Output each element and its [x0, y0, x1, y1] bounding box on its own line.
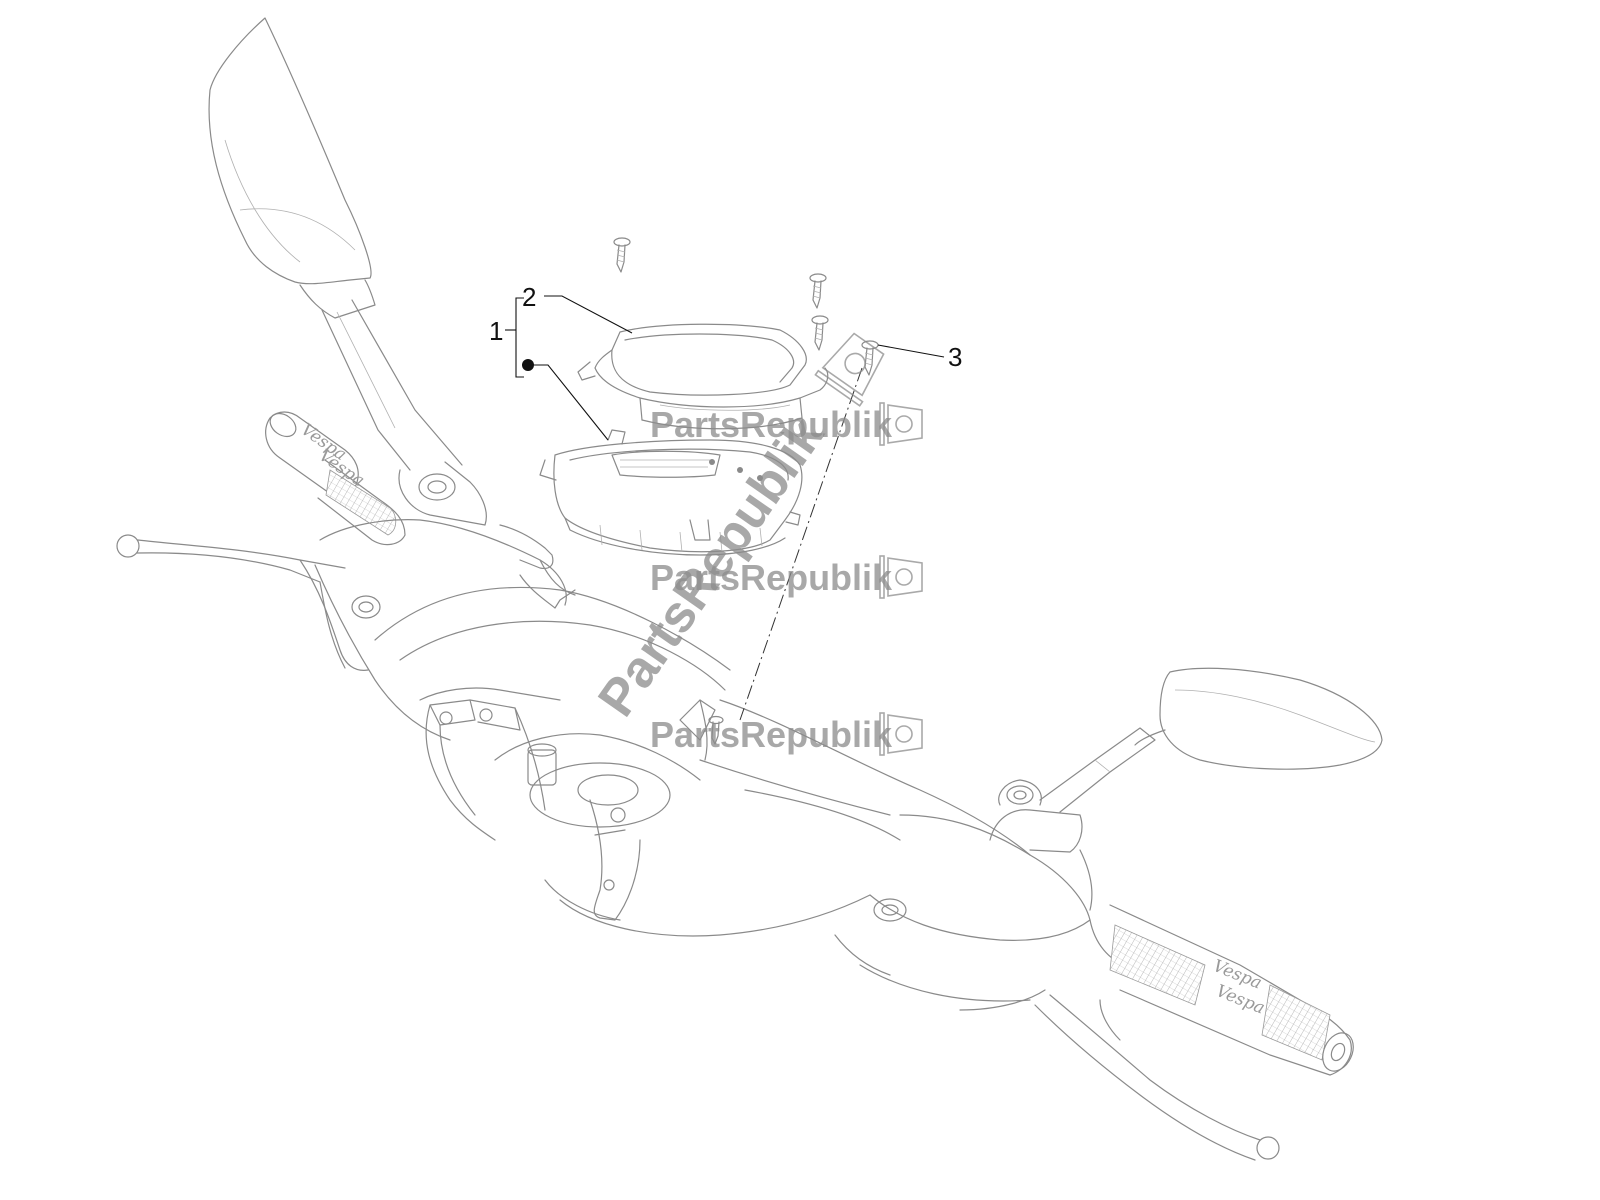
left-mirror-glass	[208, 17, 372, 285]
callout-group-3: 3	[877, 342, 962, 372]
callout-dot-leader	[534, 364, 609, 441]
watermark-text: PartsRepublik	[650, 557, 893, 598]
callout-1-label: 1	[489, 316, 503, 346]
right-mirror	[1039, 667, 1383, 813]
screw-part-3-a	[613, 237, 631, 273]
watermark-2: PartsRepublik	[650, 555, 923, 599]
watermark-text: PartsRepublik	[650, 404, 893, 445]
right-grip: Vespa Vespa	[1089, 904, 1354, 1076]
callout-assembly-dot	[522, 359, 534, 371]
callout-group-2: 2	[522, 282, 633, 334]
callout-2-label: 2	[522, 282, 536, 312]
assembly-axis-line	[739, 367, 863, 721]
right-mirror-glass	[1159, 667, 1383, 770]
handlebar-cover	[314, 519, 1093, 1002]
callout-group-1: 1	[489, 297, 524, 378]
callout-group-dot	[522, 359, 609, 441]
screw-lower-mount	[708, 715, 724, 745]
callout-3-leader	[877, 344, 945, 358]
watermark-1: PartsRepublik	[650, 402, 923, 446]
right-brake-lever	[959, 989, 1280, 1161]
watermark-3: PartsRepublik	[650, 712, 923, 756]
watermark-text: PartsRepublik	[650, 714, 893, 755]
callout-3-label: 3	[948, 342, 962, 372]
left-mirror-stem	[299, 279, 376, 319]
left-mirror	[208, 17, 487, 526]
instrument-cover-part-2	[577, 323, 829, 430]
callout-1-bracket	[515, 297, 524, 378]
screw-part-3-b	[809, 273, 827, 309]
instrument-cluster-body	[539, 429, 803, 556]
callout-2-leader	[544, 295, 633, 334]
left-grip: Vespa Vespa	[265, 411, 406, 546]
left-brake-lever	[116, 534, 369, 671]
screw-part-3-c	[811, 315, 829, 351]
